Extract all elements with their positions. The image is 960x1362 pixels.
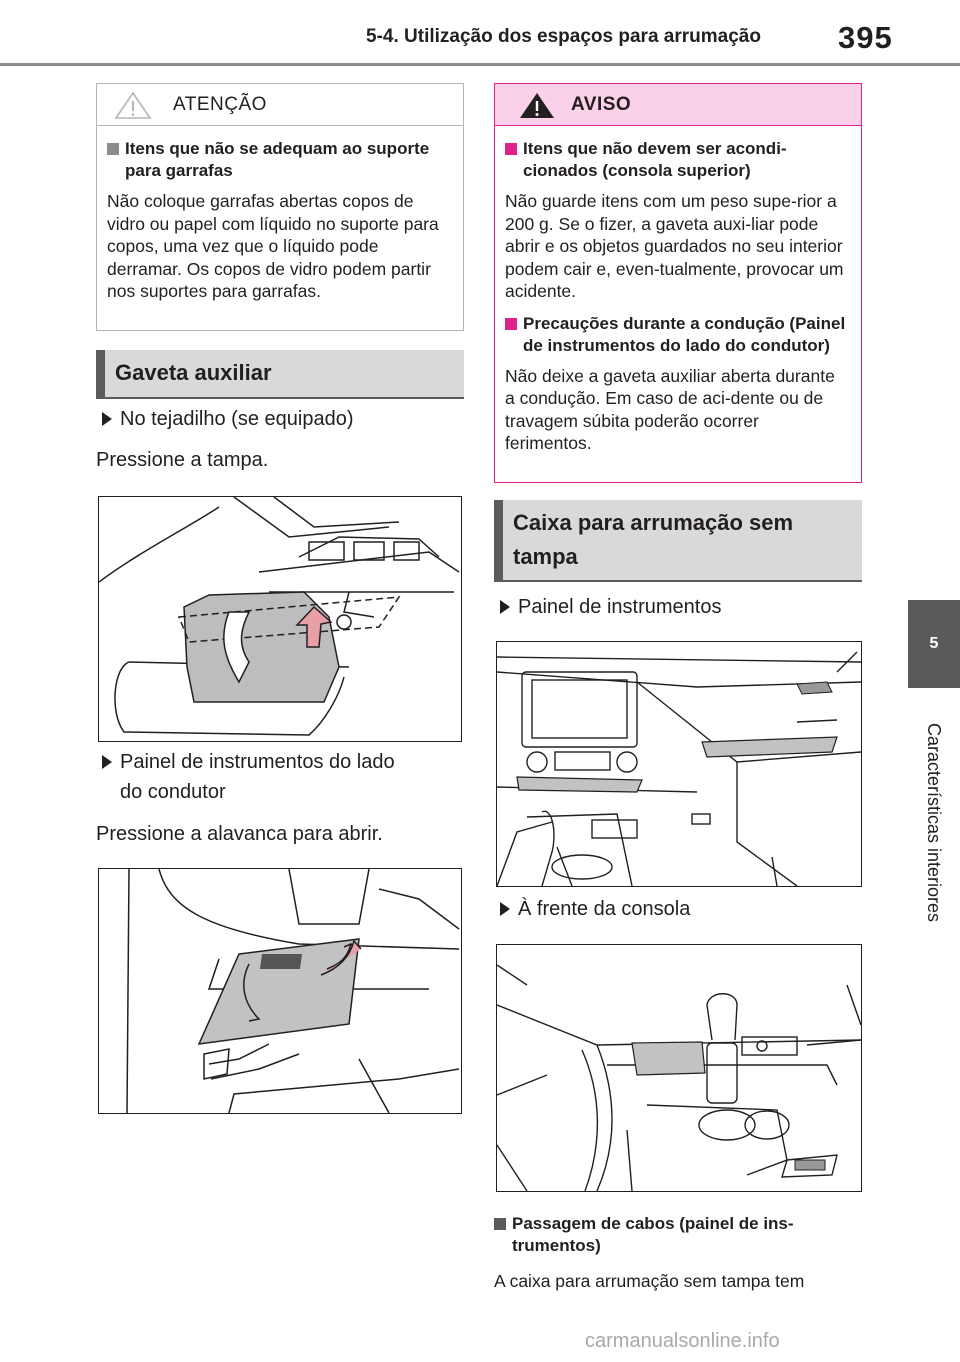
bullet-text-line: Painel de instrumentos do lado bbox=[120, 751, 395, 773]
roof-console-illustration bbox=[99, 497, 460, 736]
figure-front-console bbox=[496, 944, 862, 1192]
section-heading-caixa: Caixa para arrumação sem tampa bbox=[494, 500, 862, 582]
chapter-label: Características interiores bbox=[924, 722, 945, 922]
warning-triangle-icon bbox=[114, 91, 152, 119]
bullet-text: No tejadilho (se equipado) bbox=[120, 408, 354, 430]
instrument-panel-illustration bbox=[497, 651, 861, 886]
warning-box: AVISO Itens que não devem ser acondi-cio… bbox=[494, 83, 862, 483]
attention-label: ATENÇÃO bbox=[173, 93, 267, 115]
running-header: 5-4. Utilização dos espaços para arrumaç… bbox=[366, 26, 761, 47]
square-bullet-icon bbox=[505, 317, 517, 330]
warning-text: Não guarde itens com um peso supe-rior a… bbox=[505, 191, 844, 301]
driver-panel-illustration bbox=[126, 869, 460, 1113]
bullet-text: À frente da consola bbox=[518, 898, 691, 920]
figure-driver-side-panel bbox=[98, 868, 462, 1114]
attention-box: ATENÇÃO Itens que não se adequam ao supo… bbox=[96, 83, 464, 331]
warning-text: Não deixe a gaveta auxiliar aberta duran… bbox=[505, 365, 835, 454]
front-console-illustration bbox=[497, 964, 861, 1191]
section-heading-gaveta: Gaveta auxiliar bbox=[96, 350, 464, 399]
section-heading-line: Caixa para arrumação sem bbox=[513, 510, 794, 535]
figure-instrument-panel bbox=[496, 641, 862, 887]
triangle-bullet-icon bbox=[102, 412, 112, 426]
attention-text: Não coloque garrafas abertas copos de vi… bbox=[107, 191, 439, 301]
attention-item-title: Itens que não se adequam ao suporte para… bbox=[107, 138, 451, 182]
bullet-item: Painel de instrumentos do lado do conduto… bbox=[102, 747, 395, 807]
chapter-tab: 5 bbox=[908, 600, 960, 688]
chapter-label-wrap: Características interiores bbox=[908, 700, 960, 944]
attention-header: ATENÇÃO bbox=[97, 84, 463, 126]
bullet-item: Painel de instrumentos bbox=[500, 592, 721, 622]
figure-roof-console bbox=[98, 496, 462, 742]
bullet-item: No tejadilho (se equipado) bbox=[102, 404, 354, 434]
triangle-bullet-icon bbox=[500, 902, 510, 916]
warning-body: Itens que não devem ser acondi-cionados … bbox=[495, 126, 861, 455]
warning-item-title: Precauções durante a condução (Painel de… bbox=[505, 313, 849, 357]
square-bullet-icon bbox=[505, 143, 517, 155]
subheading-text: Passagem de cabos (painel de ins-trument… bbox=[512, 1214, 794, 1255]
attention-body: Itens que não se adequam ao suporte para… bbox=[97, 126, 463, 303]
paragraph: Pressione a tampa. bbox=[96, 449, 269, 471]
chapter-number: 5 bbox=[929, 635, 939, 652]
page-number: 395 bbox=[838, 20, 893, 55]
triangle-bullet-icon bbox=[102, 755, 112, 769]
bullet-text-line: do condutor bbox=[120, 781, 226, 803]
warning-title-text: Precauções durante a condução (Painel de… bbox=[523, 313, 846, 355]
watermark: carmanualsonline.info bbox=[585, 1330, 780, 1352]
attention-title-text: Itens que não se adequam ao suporte para… bbox=[125, 139, 430, 180]
square-bullet-icon bbox=[107, 143, 119, 155]
section-heading-line: tampa bbox=[513, 544, 578, 569]
paragraph: Pressione a alavanca para abrir. bbox=[96, 823, 383, 845]
warning-triangle-icon bbox=[520, 92, 554, 118]
bullet-text: Painel de instrumentos bbox=[518, 596, 722, 618]
warning-item-title: Itens que não devem ser acondi-cionados … bbox=[505, 138, 849, 182]
paragraph: A caixa para arrumação sem tampa tem bbox=[494, 1271, 805, 1291]
subheading-passagem: Passagem de cabos (painel de ins-trument… bbox=[494, 1213, 864, 1257]
bullet-item: À frente da consola bbox=[500, 894, 690, 924]
header-rule bbox=[0, 63, 960, 66]
warning-title-text: Itens que não devem ser acondi-cionados … bbox=[523, 139, 787, 180]
bullet-text: Painel de instrumentos do lado do conduto… bbox=[120, 747, 395, 807]
warning-label: AVISO bbox=[571, 93, 632, 115]
warning-header: AVISO bbox=[495, 84, 861, 126]
triangle-bullet-icon bbox=[500, 600, 510, 614]
square-bullet-icon bbox=[494, 1218, 506, 1230]
